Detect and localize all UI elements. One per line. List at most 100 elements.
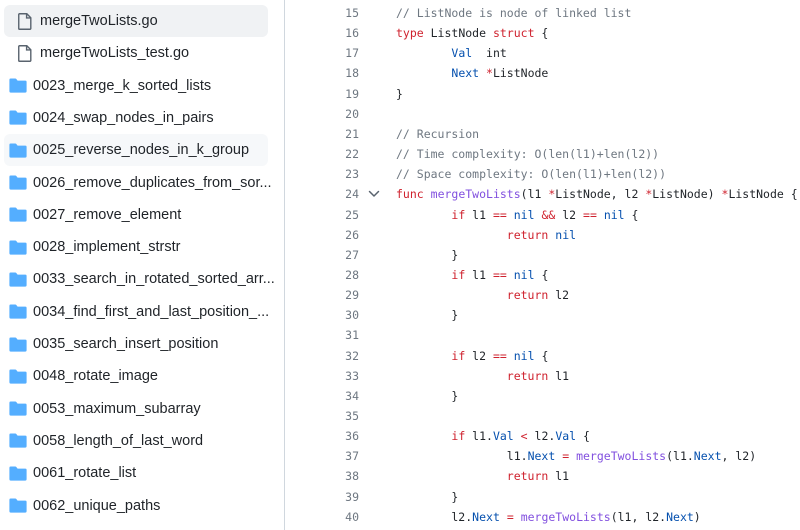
code-line: 30 } [286, 305, 800, 325]
line-number[interactable]: 17 [345, 46, 359, 61]
line-number[interactable]: 15 [345, 6, 359, 20]
file-tree-folder[interactable]: 0027_remove_element [4, 199, 268, 231]
file-tree-file[interactable]: mergeTwoLists_test.go [4, 37, 268, 69]
file-tree-folder[interactable]: 0026_remove_duplicates_from_sor... [4, 167, 272, 199]
line-number[interactable]: 39 [345, 489, 359, 504]
chevron-down-icon[interactable] [368, 184, 382, 204]
code-token: return [506, 227, 549, 242]
code-token: == [492, 207, 507, 222]
code-token: Next [527, 449, 556, 464]
code-token: mergeTwoLists [576, 449, 667, 464]
line-number[interactable]: 27 [345, 247, 359, 262]
file-tree-folder[interactable]: 0048_rotate_image [4, 360, 268, 392]
file-tree-folder[interactable]: 0061_rotate_list [4, 457, 268, 489]
line-number[interactable]: 23 [345, 167, 359, 182]
code-token: nil [513, 207, 535, 222]
file-tree-folder[interactable]: 0028_implement_strstr [4, 231, 268, 263]
code-token: ) [693, 509, 701, 524]
code-token: func [396, 187, 424, 202]
file-icon [16, 12, 34, 30]
code-token: ListNode, l2 [555, 187, 646, 202]
line-number[interactable]: 38 [345, 469, 359, 484]
line-number[interactable]: 20 [345, 106, 359, 121]
code-token: nil [555, 227, 577, 242]
code-token [500, 510, 507, 524]
file-tree-folder[interactable]: 0025_reverse_nodes_in_k_group [4, 134, 268, 167]
file-tree-folder[interactable]: 0053_maximum_subarray [4, 393, 268, 425]
folder-icon [9, 367, 27, 385]
code-text: if l1 == nil && l2 == nil { [396, 205, 638, 225]
code-token: Next [451, 66, 480, 81]
code-token: ListNode) [652, 187, 722, 202]
code-text: l1.Next = mergeTwoLists(l1.Next, l2) [396, 446, 756, 466]
line-number[interactable]: 33 [345, 368, 359, 383]
code-token: * [479, 66, 493, 81]
code-line: 22// Time complexity: O(len(l1)+len(l2)) [286, 144, 800, 164]
code-token [507, 349, 514, 363]
code-token: == [583, 207, 597, 222]
file-tree-folder[interactable]: 0023_merge_k_sorted_lists [4, 70, 268, 102]
line-number[interactable]: 16 [345, 26, 359, 41]
line-number[interactable]: 19 [345, 86, 359, 101]
code-token: if [451, 207, 466, 222]
line-number[interactable]: 36 [345, 429, 359, 444]
file-tree-folder[interactable]: 0035_search_insert_position [4, 328, 268, 360]
code-token: if [451, 348, 466, 363]
line-number[interactable]: 30 [345, 308, 359, 323]
line-number[interactable]: 34 [345, 388, 359, 403]
line-number[interactable]: 29 [345, 288, 359, 303]
file-tree-folder[interactable]: 0033_search_in_rotated_sorted_arr... [4, 263, 275, 295]
file-tree-folder[interactable]: 0062_unique_paths [4, 490, 268, 522]
code-token: Val [451, 46, 473, 61]
code-token: l1. [396, 449, 528, 464]
line-number[interactable]: 25 [345, 207, 359, 222]
code-token [424, 187, 431, 201]
code-line: 31 [286, 325, 800, 345]
code-token: struct [492, 26, 535, 41]
code-text: } [396, 245, 458, 265]
code-token: } [396, 247, 459, 262]
code-token: nil [513, 267, 535, 282]
file-tree-file[interactable]: mergeTwoLists.go [4, 5, 268, 37]
line-number[interactable]: 37 [345, 449, 359, 464]
code-token: } [396, 388, 459, 403]
line-number[interactable]: 35 [345, 409, 359, 423]
line-number[interactable]: 31 [345, 328, 359, 343]
code-text: } [396, 487, 458, 507]
code-token: mergeTwoLists [520, 509, 611, 524]
code-token: = [562, 449, 570, 464]
pane-divider[interactable] [284, 0, 285, 530]
file-tree-label: 0023_merge_k_sorted_lists [33, 77, 212, 94]
code-token: (l1 [520, 187, 549, 202]
code-token: ListNode [492, 66, 549, 81]
code-token: Val [555, 429, 577, 444]
line-number[interactable]: 26 [345, 227, 359, 242]
code-line: 35 [286, 406, 800, 426]
line-number[interactable]: 21 [345, 126, 359, 141]
line-number[interactable]: 22 [345, 147, 359, 161]
code-token [507, 268, 514, 282]
folder-icon [9, 174, 27, 192]
file-tree-folder[interactable]: 0058_length_of_last_word [4, 425, 268, 457]
line-number[interactable]: 28 [345, 267, 359, 282]
code-token: Next [693, 449, 722, 464]
code-token [396, 469, 507, 483]
file-tree-folder[interactable]: 0034_find_first_and_last_position_... [4, 296, 269, 328]
code-text: } [396, 305, 458, 325]
line-number[interactable]: 32 [345, 348, 359, 363]
line-number[interactable]: 18 [345, 66, 359, 81]
code-line: 18 Next *ListNode [286, 63, 800, 83]
code-token: * [645, 187, 653, 202]
code-token: // Space complexity: O(len(l1)+len(l2)) [396, 167, 667, 182]
file-tree-label: 0053_maximum_subarray [33, 400, 201, 417]
code-line: 17 Val int [286, 43, 800, 63]
code-token [514, 429, 521, 443]
code-token: nil [603, 207, 625, 222]
code-token: // ListNode is node of linked list [396, 6, 632, 20]
folder-icon [9, 335, 27, 353]
line-number[interactable]: 40 [345, 509, 359, 524]
folder-icon [9, 77, 27, 95]
file-tree-folder[interactable]: 0024_swap_nodes_in_pairs [4, 102, 268, 134]
line-number[interactable]: 24 [345, 187, 359, 202]
